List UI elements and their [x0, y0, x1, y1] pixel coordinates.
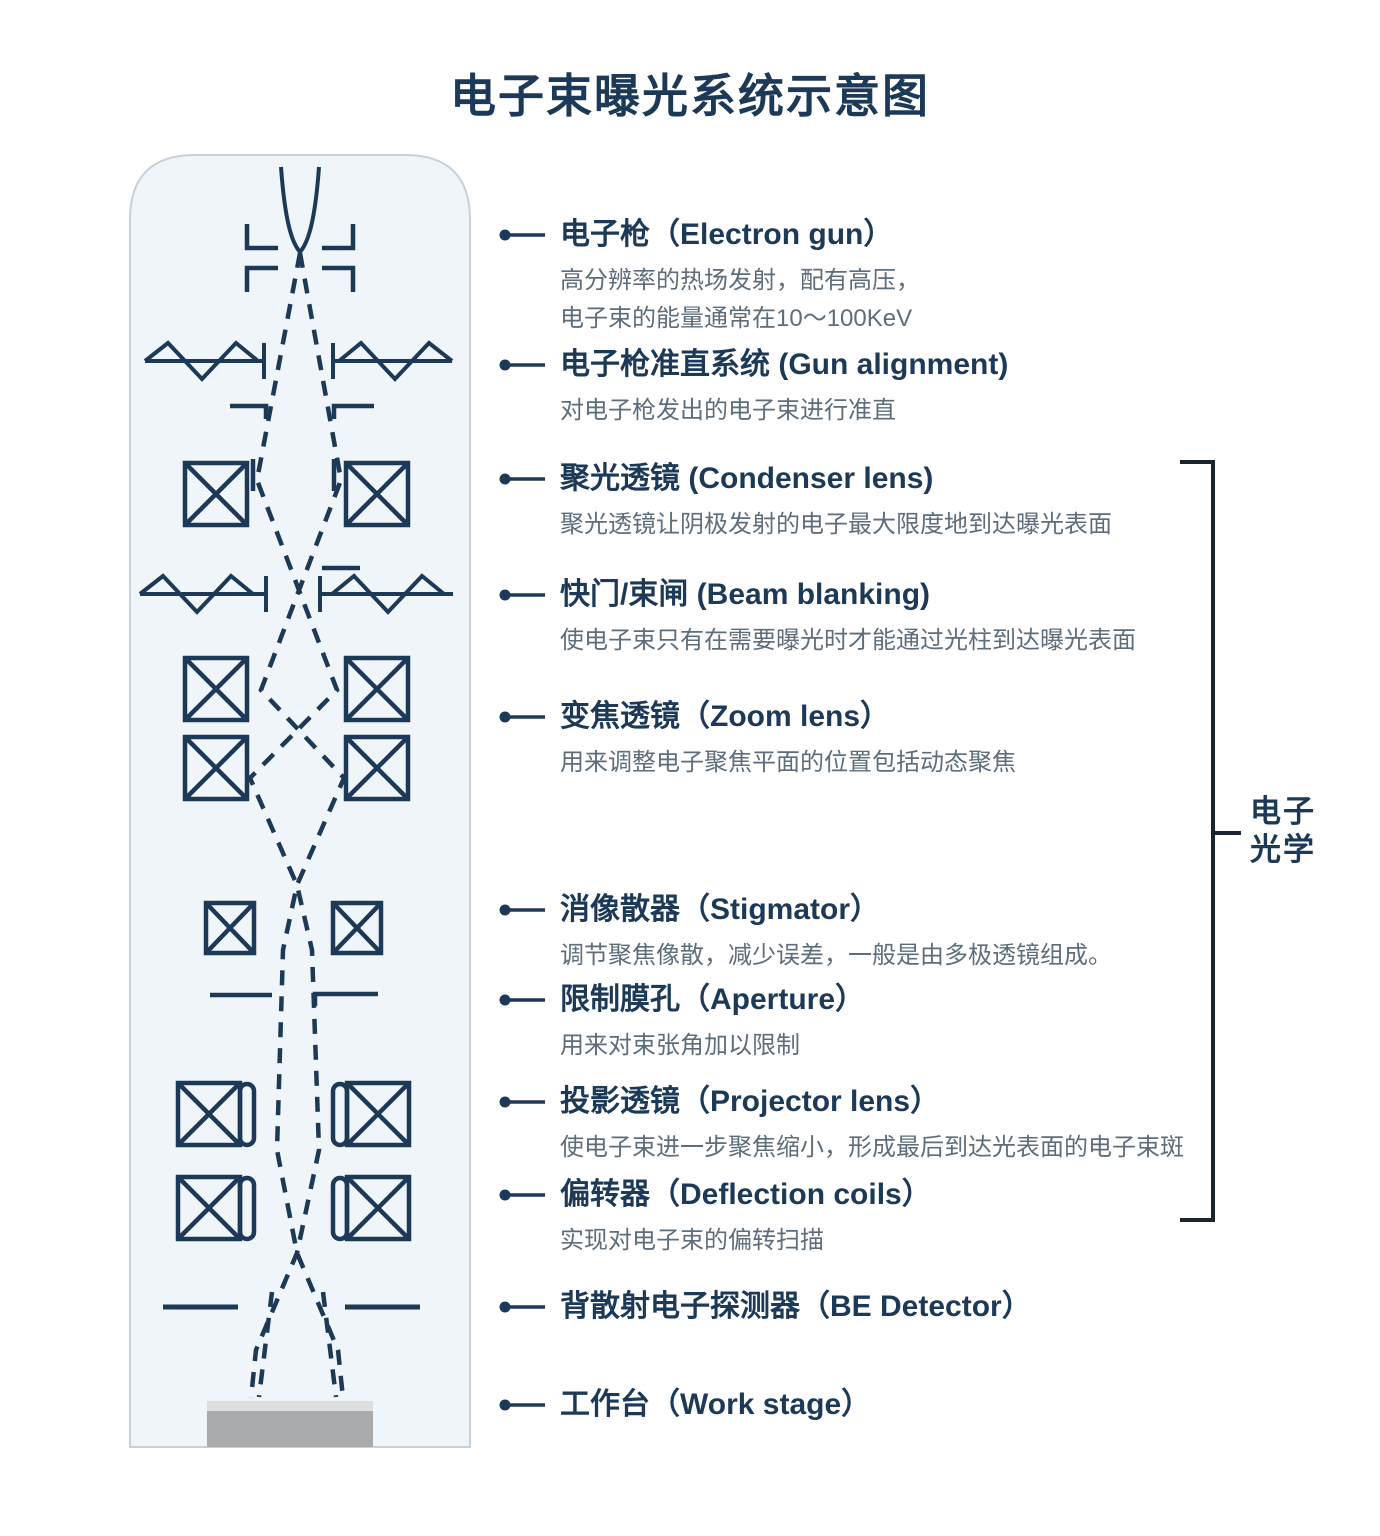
label-aperture: 限制膜孔（Aperture） 用来对束张角加以限制: [560, 983, 1220, 1065]
label-projector-lens: 投影透镜（Projector lens） 使电子束进一步聚焦缩小，形成最后到达光…: [560, 1085, 1220, 1167]
gun-alignment-symbol: [143, 340, 454, 419]
label-desc-line: 电子束的能量通常在10～100KeV: [560, 305, 913, 332]
label-title: 电子枪准直系统 (Gun alignment): [560, 348, 1009, 381]
label-beam-blanking: 快门/束闸 (Beam blanking) 使电子束只有在需要曝光时才能通过光柱…: [560, 578, 1220, 660]
label-title: 消像散器（Stigmator）: [560, 893, 881, 926]
label-title: 电子枪（Electron gun）: [560, 218, 894, 251]
electron-optics-bracket: [1180, 460, 1241, 1222]
electron-beam-path: [247, 252, 347, 1399]
label-desc-line: 用来调整电子聚焦平面的位置包括动态聚焦: [560, 749, 1016, 776]
label-title: 变焦透镜（Zoom lens）: [560, 700, 891, 733]
label-desc-line: 使电子束进一步聚焦缩小，形成最后到达光表面的电子束斑: [560, 1134, 1184, 1161]
aperture-symbol: [210, 991, 378, 1006]
label-title: 投影透镜（Projector lens）: [560, 1085, 941, 1118]
column-background: [129, 154, 471, 1448]
label-desc-line: 使电子束只有在需要曝光时才能通过光柱到达曝光表面: [560, 627, 1136, 654]
beam-blanking-symbol: [138, 565, 453, 615]
label-zoom-lens: 变焦透镜（Zoom lens） 用来调整电子聚焦平面的位置包括动态聚焦: [560, 700, 1220, 782]
electron-gun-symbol: [244, 166, 356, 292]
leader-lines: [499, 229, 545, 1411]
label-desc-line: 用来对束张角加以限制: [560, 1032, 800, 1059]
label-desc-line: 调节聚焦像散，减少误差，一般是由多极透镜组成。: [560, 942, 1112, 969]
label-condenser-lens: 聚光透镜 (Condenser lens) 聚光透镜让阴极发射的电子最大限度地到…: [560, 462, 1220, 544]
label-title: 背散射电子探测器（BE Detector）: [560, 1290, 1032, 1323]
electron-optics-label-line: 光学: [1250, 832, 1316, 867]
condenser-lens-symbol: [185, 459, 408, 525]
label-title: 快门/束闸 (Beam blanking): [560, 578, 931, 611]
label-desc-line: 高分辨率的热场发射，配有高压，: [560, 267, 920, 294]
work-stage-symbol: [207, 1401, 373, 1447]
label-title: 限制膜孔（Aperture）: [560, 983, 866, 1016]
label-electron-gun: 电子枪（Electron gun） 高分辨率的热场发射，配有高压， 电子束的能量…: [560, 218, 1220, 338]
label-stigmator: 消像散器（Stigmator） 调节聚焦像散，减少误差，一般是由多极透镜组成。: [560, 893, 1220, 975]
label-title: 聚光透镜 (Condenser lens): [560, 462, 934, 495]
label-deflection-coils: 偏转器（Deflection coils） 实现对电子束的偏转扫描: [560, 1178, 1220, 1260]
electron-optics-label-line: 电子: [1250, 794, 1316, 829]
label-gun-alignment: 电子枪准直系统 (Gun alignment) 对电子枪发出的电子束进行准直: [560, 348, 1220, 430]
label-desc-line: 实现对电子束的偏转扫描: [560, 1227, 824, 1254]
page-title: 电子束曝光系统示意图: [450, 70, 930, 122]
label-title: 工作台（Work stage）: [560, 1388, 872, 1421]
label-desc-line: 对电子枪发出的电子束进行准直: [560, 397, 896, 424]
label-be-detector: 背散射电子探测器（BE Detector）: [560, 1290, 1220, 1324]
label-desc-line: 聚光透镜让阴极发射的电子最大限度地到达曝光表面: [560, 511, 1112, 538]
label-work-stage: 工作台（Work stage）: [560, 1388, 1220, 1422]
electron-optics-label: 电子 光学: [1250, 793, 1316, 869]
label-title: 偏转器（Deflection coils）: [560, 1178, 932, 1211]
